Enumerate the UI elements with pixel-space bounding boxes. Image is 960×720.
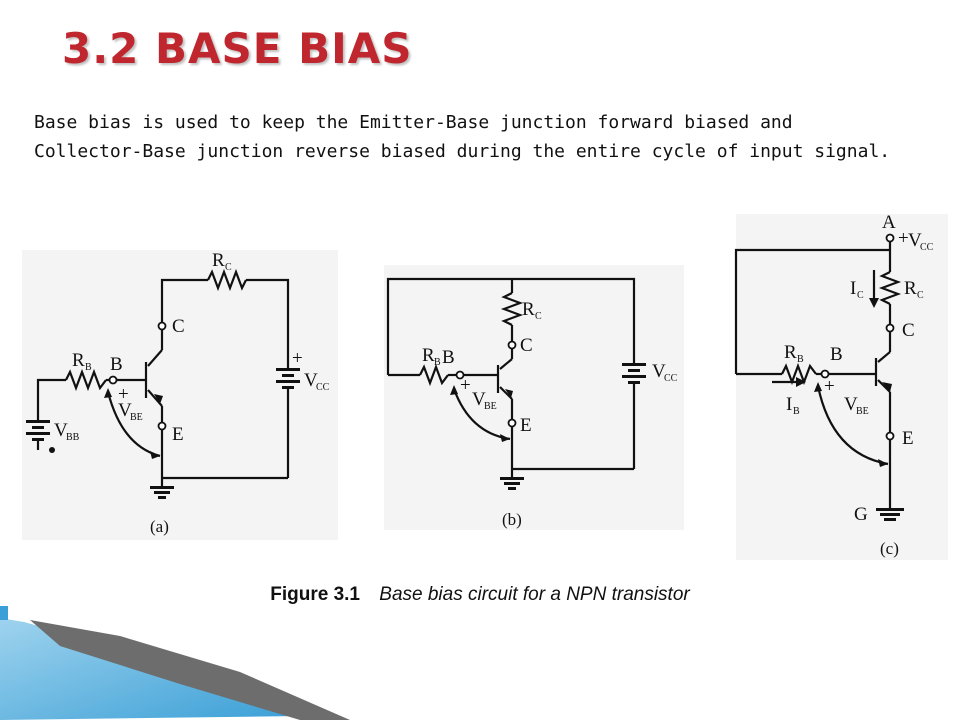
rb-label-a: R — [72, 350, 85, 371]
c-label-a: C — [172, 316, 185, 337]
rc-label-c: R — [904, 278, 917, 299]
c-label-c: C — [902, 320, 915, 341]
rb-sub-a: B — [85, 362, 92, 373]
g-label-c: G — [854, 504, 868, 525]
ic-label-c: I — [850, 278, 856, 299]
e-label-a: E — [172, 424, 184, 445]
vcc-label-c: V — [908, 230, 922, 251]
panel-a-caption: (a) — [150, 517, 169, 536]
vbe-label-b: V — [472, 389, 486, 410]
e-label-b: E — [520, 415, 532, 436]
a-label-c: A — [882, 212, 896, 233]
vbe-sub-a: BE — [130, 412, 143, 423]
circuit-diagram-a: R C C R B B + V BE E + V CC V BB (a) — [22, 250, 338, 540]
figure-caption: Figure 3.1 Base bias circuit for a NPN t… — [0, 584, 960, 606]
vcc-plus-c: + — [898, 228, 909, 249]
vbe-label-c: V — [844, 394, 858, 415]
e-label-c: E — [902, 428, 914, 449]
rb-label-b: R — [422, 345, 435, 366]
circuit-a-svg: R C C R B B + V BE E + V CC V BB (a) — [26, 250, 330, 536]
ic-sub-c: C — [857, 290, 864, 301]
vbb-label-a: V — [54, 420, 68, 441]
rb-sub-c: B — [797, 354, 804, 365]
circuit-diagram-c: A + V CC I C R C C R B B + I B V BE E G … — [734, 212, 948, 560]
decorative-swoosh — [0, 606, 350, 720]
vbe-sub-b: BE — [484, 401, 497, 412]
panel-c-caption: (c) — [880, 539, 899, 558]
figure-caption-number: Figure 3.1 — [270, 584, 360, 605]
plus-b: + — [460, 375, 471, 396]
plus-c: + — [824, 376, 835, 397]
vcc-plus-a: + — [292, 348, 303, 369]
b-label-c: B — [830, 344, 843, 365]
plus-a: + — [118, 384, 129, 405]
panel-b-caption: (b) — [502, 510, 522, 529]
b-label-b: B — [442, 347, 455, 368]
slide-body-text: Base bias is used to keep the Emitter-Ba… — [34, 112, 891, 162]
slide-title: 3.2 BASE BIAS — [62, 24, 413, 73]
swoosh-tab — [0, 606, 8, 620]
circuit-diagram-b: R C C R B B + V BE E V CC (b) — [384, 265, 684, 530]
rc-sub-b: C — [535, 311, 542, 322]
rc-label-b: R — [522, 299, 535, 320]
rc-sub-a: C — [225, 262, 232, 273]
rc-label-a: R — [212, 250, 225, 271]
vcc-sub-a: CC — [316, 382, 330, 393]
vcc-sub-b: CC — [664, 373, 678, 384]
ib-label-c: I — [786, 394, 792, 415]
rc-sub-c: C — [917, 290, 924, 301]
figure-caption-text: Base bias circuit for a NPN transistor — [379, 584, 690, 605]
circuit-b-svg: R C C R B B + V BE E V CC (b) — [386, 277, 678, 529]
c-label-b: C — [520, 335, 533, 356]
rb-label-c: R — [784, 342, 797, 363]
swoosh-dark — [30, 620, 350, 720]
circuit-c-svg: A + V CC I C R C C R B B + I B V BE E G … — [734, 212, 934, 558]
vbe-sub-c: BE — [856, 406, 869, 417]
vcc-label-b: V — [652, 361, 666, 382]
vcc-label-a: V — [304, 370, 318, 391]
ib-sub-c: B — [793, 406, 800, 417]
vcc-sub-c: CC — [920, 242, 934, 253]
rb-sub-b: B — [434, 357, 441, 368]
vbb-sub-a: BB — [66, 432, 80, 443]
vbe-label-a: V — [118, 400, 132, 421]
b-label-a: B — [110, 354, 123, 375]
